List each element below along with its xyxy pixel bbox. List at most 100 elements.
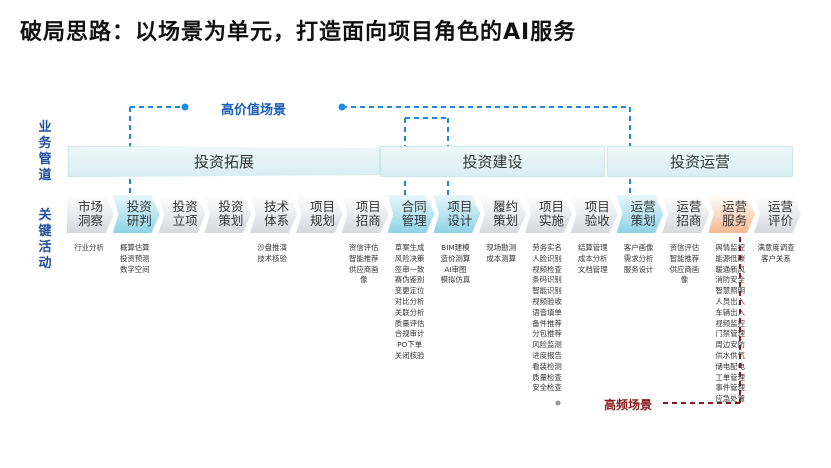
- activity-item: 满意度调查: [757, 243, 795, 252]
- step-chevron: 项目实施: [525, 195, 572, 233]
- activity-item: 需求分析: [623, 253, 654, 263]
- activity-item: 客户画像: [623, 243, 654, 252]
- activity-item: 结算管理: [578, 243, 608, 252]
- activity-list: 舆情监控能源低碳暖通新风消防安全智慧照明人员出入车辆出入视频监控门禁管理周边安防…: [706, 243, 754, 405]
- activity-item: 服务设计: [623, 264, 654, 274]
- activity-list: 客户画像需求分析服务设计: [615, 243, 663, 275]
- activity-item: 门禁管理: [715, 329, 745, 339]
- activity-item: 成本测算: [486, 253, 516, 263]
- activity-item: 消防安全: [715, 275, 745, 285]
- activity-item: 客户关系: [761, 253, 791, 263]
- activity-item: 工单管理: [715, 372, 745, 382]
- high-value-label: 高价值场景: [221, 103, 287, 118]
- step-chevron: 项目招商: [341, 195, 389, 233]
- activity-item: 劳务实名: [532, 243, 562, 252]
- phase-investment-expansion: 投资拓展: [68, 146, 380, 177]
- phase-investment-operation: 投资运营: [607, 146, 793, 177]
- business-flow-label: 业务管道: [38, 120, 52, 183]
- activity-item: 概算估算: [120, 243, 150, 252]
- activity-item: 供应商画: [349, 264, 379, 274]
- step-chevron: 市场洞察: [67, 195, 114, 233]
- activity-item: 人脸识别: [532, 253, 562, 263]
- activity-item: 关闭核验: [394, 350, 425, 360]
- step-chevron: 投资策划: [204, 195, 252, 233]
- activity-item: 合规审计: [394, 329, 425, 339]
- activity-item: 语音填单: [532, 307, 562, 317]
- activity-list: 行业分析: [65, 243, 113, 254]
- activity-item: 成本分析: [578, 253, 608, 263]
- activity-item: 赛伪鉴别: [394, 275, 425, 285]
- activity-item: 文档管理: [578, 264, 608, 274]
- activity-item: 数字空间: [120, 264, 150, 274]
- activity-list: 现场勘测成本测算: [477, 243, 525, 265]
- activity-item: 暖通新风: [715, 264, 745, 274]
- activity-item: 草案生成: [394, 243, 425, 252]
- activity-item: 事件管理: [715, 383, 745, 393]
- activity-item: 对比分析: [394, 296, 425, 306]
- step-chevron: 技术体系: [250, 195, 298, 233]
- activity-item: 智慧照明: [715, 286, 745, 296]
- activity-item: 质量评估: [394, 318, 425, 328]
- activity-item: 关联分析: [394, 307, 425, 317]
- activity-item: 供水供气: [715, 350, 745, 360]
- activity-list: 满意度调查客户关系: [752, 243, 800, 265]
- step-chevron: 项目验收: [570, 195, 618, 233]
- step-chevron: 项目规划: [296, 195, 343, 233]
- activity-list: 概算估算投资预测数字空间: [111, 243, 159, 275]
- activity-item: 签审一致: [394, 264, 425, 274]
- activity-item: 智能推荐: [669, 253, 700, 263]
- step-chevron: 运营策划: [616, 195, 664, 233]
- activity-item: 条码识别: [532, 275, 562, 285]
- activity-item: 行业分析: [74, 243, 104, 252]
- activity-item: 分包推荐: [532, 329, 562, 339]
- activity-item: 周边安防: [715, 340, 745, 350]
- activity-list: 资信评估智能推荐供应商画像: [660, 243, 708, 286]
- activity-item: 风险监测: [532, 340, 562, 350]
- step-chevron: 投资研判: [112, 195, 160, 233]
- activity-item: 像: [680, 275, 689, 285]
- activity-item: 现场勘测: [486, 243, 516, 252]
- activity-list: 资信评估智能推荐供应商画像: [340, 243, 388, 286]
- activity-item: 造价测算: [440, 253, 471, 263]
- step-chevron: 合同管理: [387, 195, 435, 233]
- activity-item: 模拟仿真: [440, 275, 471, 285]
- key-activities-label: 关键活动: [38, 208, 52, 271]
- activity-item: 资信评估: [349, 243, 379, 252]
- activity-item: 备件推荐: [532, 318, 562, 328]
- activity-item: 应急处置: [715, 394, 745, 404]
- activity-list: 沙盘推演技术核验: [248, 243, 296, 265]
- activity-item: 视频验收: [532, 296, 562, 306]
- step-chevron: 项目设计: [433, 195, 481, 233]
- step-chevron: 投资立项: [158, 195, 206, 233]
- connector-dot: [338, 103, 346, 111]
- activity-list: 结算管理成本分析文档管理: [569, 243, 617, 275]
- activity-item: 资信评估: [669, 243, 700, 252]
- activity-item: 投资预测: [120, 253, 150, 263]
- high-frequency-label: 高频场景: [604, 398, 653, 412]
- step-chevron: 履约策划: [479, 195, 527, 233]
- activity-item: 智能识别: [532, 286, 562, 296]
- activity-item: AI审图: [444, 264, 467, 274]
- activity-item: 车辆出入: [715, 307, 745, 317]
- page-title: 破局思路：以场景为单元，打造面向项目角色的AI服务: [20, 20, 577, 45]
- activity-item: 技术核验: [257, 253, 287, 263]
- connector-dot: [555, 400, 561, 406]
- activity-item: 能源低碳: [715, 253, 745, 263]
- activity-item: 变更定位: [394, 286, 425, 296]
- activity-list: 劳务实名人脸识别视频检查条码识别智能识别视频验收语音填单备件推荐分包推荐风险监测…: [523, 243, 571, 394]
- activity-item: 质量检查: [532, 372, 562, 382]
- activity-item: PO下单: [397, 340, 423, 350]
- activity-item: 风险决策: [394, 253, 425, 263]
- step-chevron: 运营招商: [662, 195, 710, 233]
- activity-item: 视频监控: [715, 318, 745, 328]
- activity-item: 安全检查: [532, 383, 562, 393]
- activity-item: 视频检查: [532, 264, 562, 274]
- activity-item: BIM建模: [441, 243, 470, 252]
- activity-item: 沙盘推演: [257, 243, 287, 252]
- step-chevron: 运营评价: [754, 195, 801, 233]
- activity-item: 智能推荐: [349, 253, 379, 263]
- phase-investment-construction: 投资建设: [380, 146, 605, 177]
- activity-item: 看装检测: [532, 361, 562, 371]
